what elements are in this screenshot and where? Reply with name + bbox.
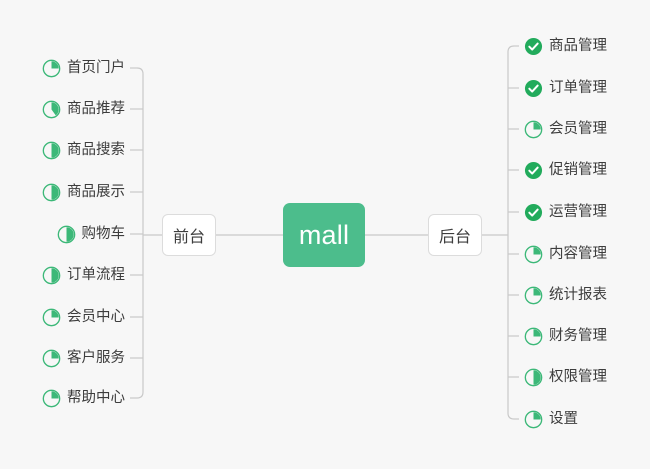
- leaf-node-backend-9[interactable]: 设置: [524, 407, 578, 431]
- check-circle-icon: [524, 37, 543, 55]
- leaf-node-label: 商品推荐: [67, 100, 125, 117]
- pie-progress-icon: [57, 225, 75, 243]
- leaf-node-label: 商品展示: [67, 183, 125, 200]
- leaf-node-label: 首页门户: [67, 59, 125, 76]
- branch-node-backend-label: 后台: [438, 229, 471, 246]
- leaf-node-label: 商品搜索: [67, 141, 125, 158]
- connector-path: [136, 67, 144, 399]
- pie-progress-icon: [524, 327, 543, 345]
- pie-progress-icon: [42, 141, 61, 159]
- leaf-node-label: 购物车: [81, 225, 126, 242]
- check-circle-icon: [524, 203, 543, 221]
- leaf-node-label: 运营管理: [549, 203, 607, 220]
- leaf-node-label: 订单流程: [67, 266, 125, 283]
- leaf-node-label: 会员管理: [549, 120, 607, 137]
- center-node-mall[interactable]: mall: [283, 203, 365, 267]
- center-node-label: mall: [298, 219, 350, 250]
- leaf-node-frontend-8[interactable]: 帮助中心: [42, 386, 125, 410]
- pie-progress-icon: [42, 183, 61, 201]
- leaf-node-label: 权限管理: [549, 368, 607, 385]
- pie-progress-icon: [524, 286, 543, 304]
- pie-progress-icon: [524, 410, 543, 428]
- leaf-node-frontend-1[interactable]: 商品推荐: [42, 97, 125, 121]
- pie-progress-icon: [42, 266, 61, 284]
- pie-progress-icon: [42, 308, 61, 326]
- leaf-node-label: 促销管理: [549, 161, 607, 178]
- leaf-node-label: 订单管理: [549, 79, 607, 96]
- leaf-node-label: 客户服务: [67, 349, 125, 366]
- leaf-node-backend-7[interactable]: 财务管理: [524, 324, 607, 348]
- leaf-node-label: 统计报表: [549, 286, 607, 303]
- connector-path: [507, 45, 515, 420]
- branch-node-backend[interactable]: 后台: [428, 214, 482, 256]
- leaf-node-backend-5[interactable]: 内容管理: [524, 242, 607, 266]
- leaf-node-backend-4[interactable]: 运营管理: [524, 200, 607, 224]
- pie-progress-icon: [524, 120, 543, 138]
- leaf-node-frontend-2[interactable]: 商品搜索: [42, 138, 125, 162]
- leaf-node-backend-2[interactable]: 会员管理: [524, 117, 607, 141]
- check-circle-icon: [524, 79, 543, 97]
- leaf-node-frontend-6[interactable]: 会员中心: [42, 305, 125, 329]
- leaf-node-label: 会员中心: [67, 308, 125, 325]
- leaf-node-frontend-0[interactable]: 首页门户: [42, 56, 125, 80]
- pie-progress-icon: [42, 389, 61, 407]
- leaf-node-label: 财务管理: [549, 327, 607, 344]
- leaf-node-backend-8[interactable]: 权限管理: [524, 365, 607, 389]
- check-circle-icon: [524, 161, 543, 179]
- leaf-node-backend-3[interactable]: 促销管理: [524, 158, 607, 182]
- leaf-node-backend-1[interactable]: 订单管理: [524, 76, 607, 100]
- leaf-node-label: 设置: [549, 410, 578, 427]
- leaf-node-frontend-5[interactable]: 订单流程: [42, 263, 125, 287]
- leaf-node-backend-0[interactable]: 商品管理: [524, 34, 607, 58]
- leaf-node-backend-6[interactable]: 统计报表: [524, 283, 607, 307]
- leaf-node-frontend-3[interactable]: 商品展示: [42, 180, 125, 204]
- branch-node-frontend[interactable]: 前台: [162, 214, 216, 256]
- pie-progress-icon: [42, 100, 61, 118]
- leaf-node-frontend-7[interactable]: 客户服务: [42, 346, 125, 370]
- pie-progress-icon: [524, 245, 543, 263]
- pie-progress-icon: [42, 59, 61, 77]
- pie-progress-icon: [524, 368, 543, 386]
- pie-progress-icon: [42, 349, 61, 367]
- leaf-node-frontend-4[interactable]: 购物车: [57, 222, 126, 246]
- leaf-node-label: 内容管理: [549, 245, 607, 262]
- leaf-node-label: 商品管理: [549, 37, 607, 54]
- leaf-node-label: 帮助中心: [67, 389, 125, 406]
- branch-node-frontend-label: 前台: [172, 229, 205, 246]
